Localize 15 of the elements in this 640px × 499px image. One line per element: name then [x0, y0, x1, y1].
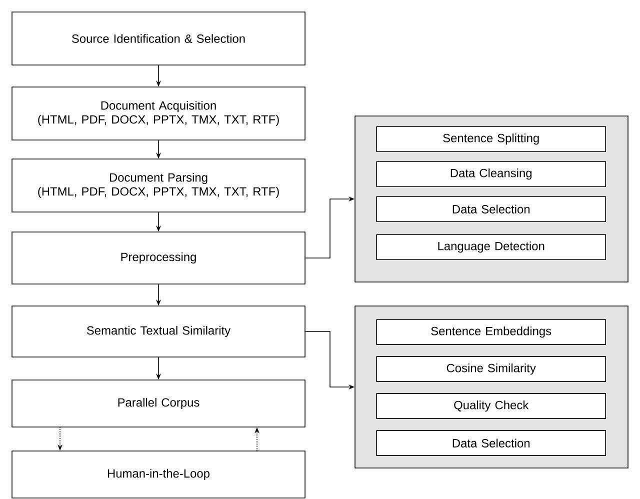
inner-step-box: Data Selection — [376, 196, 606, 222]
inner-step-box: Quality Check — [376, 393, 606, 419]
process-box: Document Parsing (HTML, PDF, DOCX, PPTX, TMX, TXT, RTF) — [12, 158, 306, 212]
inner-step-box: Sentence Splitting — [376, 126, 606, 152]
process-box: Preprocessing — [12, 232, 306, 284]
inner-step-box: Sentence Embeddings — [376, 319, 606, 345]
inner-step-box: Language Detection — [376, 234, 606, 260]
process-box: Human-in-the-Loop — [12, 450, 306, 498]
inner-step-box: Data Cleansing — [376, 161, 606, 187]
process-box: Semantic Textual Similarity — [12, 306, 306, 358]
process-box: Document Acquisition (HTML, PDF, DOCX, PPTX, TMX, TXT, RTF) — [12, 86, 306, 140]
inner-step-box: Cosine Similarity — [376, 356, 606, 382]
inner-step-box: Data Selection — [376, 430, 606, 456]
process-box: Source Identification & Selection — [12, 12, 306, 66]
process-box: Parallel Corpus — [12, 380, 306, 428]
